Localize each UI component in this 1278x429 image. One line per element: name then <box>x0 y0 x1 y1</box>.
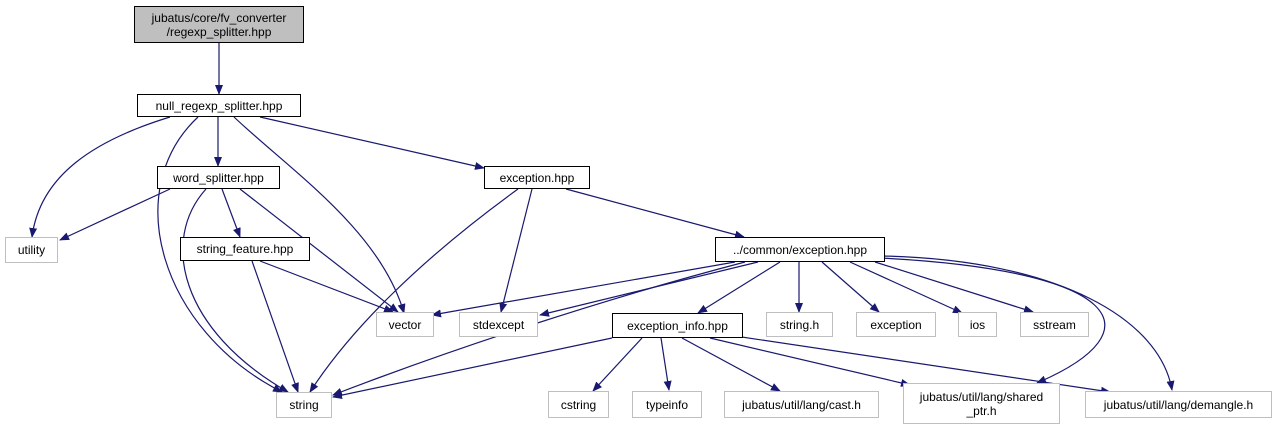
node-label: exception_info.hpp <box>627 318 728 333</box>
edge-exception-info-shared-ptr <box>709 337 911 387</box>
edge-exception-info-demangle <box>734 335 1111 395</box>
node-label: exception <box>870 317 922 332</box>
node-label: ios <box>969 317 986 332</box>
node-label: jubatus/util/lang/demangle.h <box>1103 397 1254 412</box>
node-stdexcept: stdexcept <box>459 312 538 337</box>
node-cast-h: jubatus/util/lang/cast.h <box>724 391 879 418</box>
node-label: ../common/exception.hpp <box>732 242 868 257</box>
edge-word-splitter-string <box>182 188 289 393</box>
edge-common-exception-demangle <box>882 255 1175 391</box>
node-label: vector <box>388 317 422 332</box>
node-label: word_splitter.hpp <box>173 170 264 185</box>
edge-exception-info-cast <box>681 337 781 392</box>
node-typeinfo: typeinfo <box>632 391 702 418</box>
node-label: cstring <box>560 397 597 412</box>
edge-exception-hpp-stdexcept <box>499 188 533 313</box>
node-sstream: sstream <box>1020 312 1089 337</box>
node-common-exception-hpp[interactable]: ../common/exception.hpp <box>715 237 885 262</box>
node-shared-ptr-h: jubatus/util/lang/shared _ptr.h <box>903 383 1060 424</box>
node-regexp-splitter-hpp[interactable]: jubatus/core/fv_converter /regexp_splitt… <box>134 6 304 43</box>
node-demangle-h: jubatus/util/lang/demangle.h <box>1085 391 1272 418</box>
edge-exception-hpp-string <box>309 188 519 393</box>
edge-common-exception-ios <box>849 261 963 314</box>
edge-exception-info-cstring <box>592 337 643 392</box>
edge-common-exception-exception-info <box>697 261 781 314</box>
edge-null-regexp-splitter-utility <box>29 116 171 238</box>
node-label: string.h <box>779 317 820 332</box>
edge-string-feature-string <box>251 260 299 393</box>
node-ios: ios <box>958 312 997 337</box>
node-label: null_regexp_splitter.hpp <box>155 98 283 113</box>
node-utility: utility <box>5 237 58 263</box>
edge-string-feature-vector <box>259 260 394 313</box>
edge-word-splitter-string-feature <box>221 188 241 238</box>
node-label: exception.hpp <box>499 170 575 185</box>
edge-common-exception-shared-ptr <box>879 257 1106 384</box>
node-label: string <box>289 398 319 412</box>
edge-null-regexp-splitter-string <box>157 116 283 393</box>
node-label: jubatus/util/lang/cast.h <box>742 397 861 412</box>
edge-word-splitter-vector <box>239 188 399 313</box>
node-label: stdexcept <box>472 317 525 332</box>
edge-common-exception-sstream <box>874 261 1034 314</box>
node-exception-hpp[interactable]: exception.hpp <box>484 166 590 189</box>
node-word-splitter-hpp[interactable]: word_splitter.hpp <box>157 166 280 189</box>
node-label: utility <box>17 243 46 257</box>
edge-exception-info-typeinfo <box>660 337 672 391</box>
node-null-regexp-splitter-hpp[interactable]: null_regexp_splitter.hpp <box>137 94 301 117</box>
edge-null-regexp-splitter-exception-hpp <box>259 116 485 170</box>
node-exception: exception <box>856 312 936 337</box>
node-exception-info-hpp[interactable]: exception_info.hpp <box>612 313 743 338</box>
edge-word-splitter-utility <box>59 188 171 241</box>
node-label: jubatus/core/fv_converter /regexp_splitt… <box>151 10 287 39</box>
node-label: string_feature.hpp <box>196 242 294 256</box>
edge-common-exception-exception <box>821 261 880 313</box>
node-label: typeinfo <box>645 397 689 412</box>
edge-common-exception-vector <box>431 261 736 318</box>
edge-null-regexp-splitter-vector <box>233 116 406 314</box>
node-string-feature-hpp[interactable]: string_feature.hpp <box>180 237 310 261</box>
node-cstring: cstring <box>548 391 609 418</box>
node-string: string <box>276 392 332 418</box>
edge-exception-hpp-common-exception <box>565 188 745 239</box>
node-label: jubatus/util/lang/shared _ptr.h <box>919 389 1044 418</box>
edge-exception-info-string <box>332 337 613 400</box>
node-vector: vector <box>376 312 434 337</box>
node-string-h: string.h <box>766 312 833 337</box>
node-label: sstream <box>1033 317 1076 332</box>
